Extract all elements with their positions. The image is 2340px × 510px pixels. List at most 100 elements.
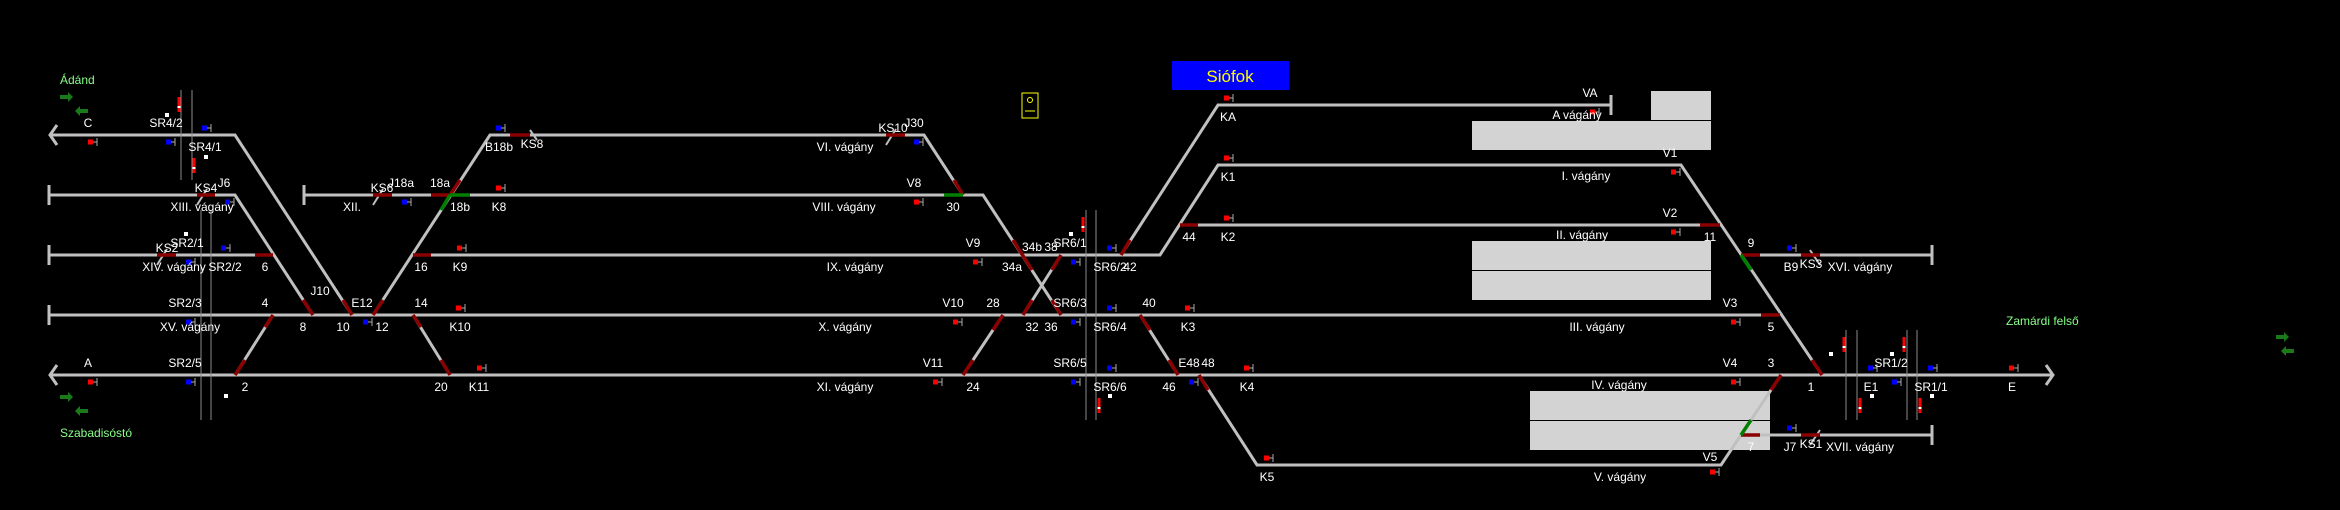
signal-label[interactable]: A xyxy=(84,356,92,370)
switch-occupied-segment[interactable] xyxy=(991,314,1005,331)
signal-icon[interactable] xyxy=(88,378,98,386)
switch-label[interactable]: 38 xyxy=(1044,240,1058,254)
switch-label[interactable]: 9 xyxy=(1748,236,1755,250)
switch-label[interactable]: 16 xyxy=(414,260,428,274)
signal-label[interactable]: K10 xyxy=(449,320,471,334)
signal-icon[interactable] xyxy=(1590,108,1600,116)
signal-icon[interactable] xyxy=(1107,244,1117,252)
signal-label[interactable]: V10 xyxy=(942,296,964,310)
switch-set-segment[interactable] xyxy=(1739,254,1753,271)
switch-occupied-segment[interactable] xyxy=(1050,299,1063,316)
signal-label[interactable]: SR6/5 xyxy=(1053,356,1087,370)
switch-occupied-segment[interactable] xyxy=(1769,374,1783,391)
signal-icon[interactable] xyxy=(1107,364,1117,372)
signal-icon[interactable] xyxy=(973,258,983,266)
signal-label[interactable]: SR4/2 xyxy=(149,116,183,130)
signal-label[interactable]: V9 xyxy=(966,236,981,250)
signal-label[interactable]: K9 xyxy=(453,260,468,274)
switch-occupied-segment[interactable] xyxy=(301,299,315,316)
signal-icon[interactable] xyxy=(1710,468,1720,476)
signal-icon[interactable] xyxy=(1671,168,1681,176)
signal-icon[interactable] xyxy=(186,378,196,386)
signal-icon[interactable] xyxy=(457,244,467,252)
signal-icon[interactable] xyxy=(1071,318,1081,326)
signal-icon[interactable] xyxy=(2009,364,2019,372)
switch-occupied-segment[interactable] xyxy=(1021,299,1034,316)
signal-label[interactable]: V11 xyxy=(923,356,944,370)
switch-label[interactable]: 46 xyxy=(1162,380,1176,394)
switch-label[interactable]: 20 xyxy=(434,380,448,394)
switch-label[interactable]: 34b xyxy=(1022,240,1042,254)
signal-label[interactable]: V8 xyxy=(907,176,922,190)
switch-occupied-segment[interactable] xyxy=(1119,239,1132,256)
signal-label[interactable]: K11 xyxy=(469,380,490,394)
switch-label[interactable]: 24 xyxy=(966,380,980,394)
signal-label[interactable]: SR6/4 xyxy=(1093,320,1127,334)
switch-occupied-segment[interactable] xyxy=(233,359,247,376)
signal-icon[interactable] xyxy=(477,364,487,372)
switch-label[interactable]: 14 xyxy=(414,296,428,310)
signal-label[interactable]: SR1/1 xyxy=(1914,380,1948,394)
switch-set-segment[interactable] xyxy=(439,194,452,211)
signal-icon[interactable] xyxy=(456,304,466,312)
signal-icon[interactable] xyxy=(1731,378,1741,386)
signal-label[interactable]: K5 xyxy=(1260,470,1275,484)
signal-icon[interactable] xyxy=(1224,94,1234,102)
signal-label[interactable]: SR1/2 xyxy=(1874,356,1908,370)
signal-icon[interactable] xyxy=(1189,378,1199,386)
signal-label[interactable]: V3 xyxy=(1723,296,1738,310)
switch-label[interactable]: 4 xyxy=(262,296,269,310)
signal-label[interactable]: E1 xyxy=(1864,380,1879,394)
signal-label[interactable]: SR2/1 xyxy=(170,236,204,250)
signal-label[interactable]: K2 xyxy=(1221,230,1236,244)
switch-label[interactable]: 8 xyxy=(300,320,307,334)
switch-label[interactable]: 42 xyxy=(1123,260,1137,274)
signal-icon[interactable] xyxy=(1224,214,1234,222)
signal-label[interactable]: SR2/2 xyxy=(208,260,242,274)
signal-icon[interactable] xyxy=(1071,258,1081,266)
switch-label[interactable]: 32 xyxy=(1025,320,1039,334)
switch-label[interactable]: 18a xyxy=(430,176,450,190)
signal-icon[interactable] xyxy=(1071,378,1081,386)
signal-label[interactable]: SR2/5 xyxy=(168,356,202,370)
signal-icon[interactable] xyxy=(1892,378,1902,386)
signal-icon[interactable] xyxy=(88,138,98,146)
switch-set-segment[interactable] xyxy=(1739,419,1753,436)
signal-label[interactable]: J10 xyxy=(310,284,330,298)
switch-label[interactable]: 28 xyxy=(986,296,1000,310)
switch-occupied-segment[interactable] xyxy=(1197,374,1210,391)
signal-icon[interactable] xyxy=(1264,454,1274,462)
signal-label[interactable]: SR4/1 xyxy=(188,140,222,154)
switch-label[interactable]: 34a xyxy=(1002,260,1022,274)
switch-label[interactable]: 2 xyxy=(242,380,249,394)
signal-icon[interactable] xyxy=(1868,364,1878,372)
switch-occupied-segment[interactable] xyxy=(1050,254,1063,271)
signal-icon[interactable] xyxy=(1731,318,1741,326)
signal-icon[interactable] xyxy=(1224,154,1234,162)
lamp-icon[interactable] xyxy=(1021,92,1039,119)
signal-label[interactable]: K8 xyxy=(492,200,507,214)
switch-occupied-segment[interactable] xyxy=(961,359,975,376)
switch-label[interactable]: 40 xyxy=(1142,296,1156,310)
signal-icon[interactable] xyxy=(186,318,196,326)
signal-icon[interactable] xyxy=(202,124,212,132)
signal-icon[interactable] xyxy=(363,318,373,326)
signal-label[interactable]: SR6/6 xyxy=(1093,380,1127,394)
switch-label[interactable]: 1 xyxy=(1808,380,1815,394)
switch-label[interactable]: 48 xyxy=(1201,356,1215,370)
signal-label[interactable]: KA xyxy=(1220,110,1236,124)
signal-icon[interactable] xyxy=(1107,304,1117,312)
switch-occupied-segment[interactable] xyxy=(263,314,275,328)
signal-icon[interactable] xyxy=(1928,364,1938,372)
switch-occupied-segment[interactable] xyxy=(439,359,452,376)
switch-occupied-segment[interactable] xyxy=(411,314,423,328)
switch-label[interactable]: 10 xyxy=(336,320,350,334)
signal-label[interactable]: SR6/1 xyxy=(1053,236,1087,250)
signal-label[interactable]: K1 xyxy=(1221,170,1236,184)
signal-label[interactable]: SR2/3 xyxy=(168,296,202,310)
switch-label[interactable]: 3 xyxy=(1768,356,1775,370)
signal-label[interactable]: C xyxy=(84,116,93,130)
switch-label[interactable]: 7 xyxy=(1748,440,1755,454)
signal-icon[interactable] xyxy=(225,198,235,206)
signal-label[interactable]: V5 xyxy=(1703,450,1718,464)
